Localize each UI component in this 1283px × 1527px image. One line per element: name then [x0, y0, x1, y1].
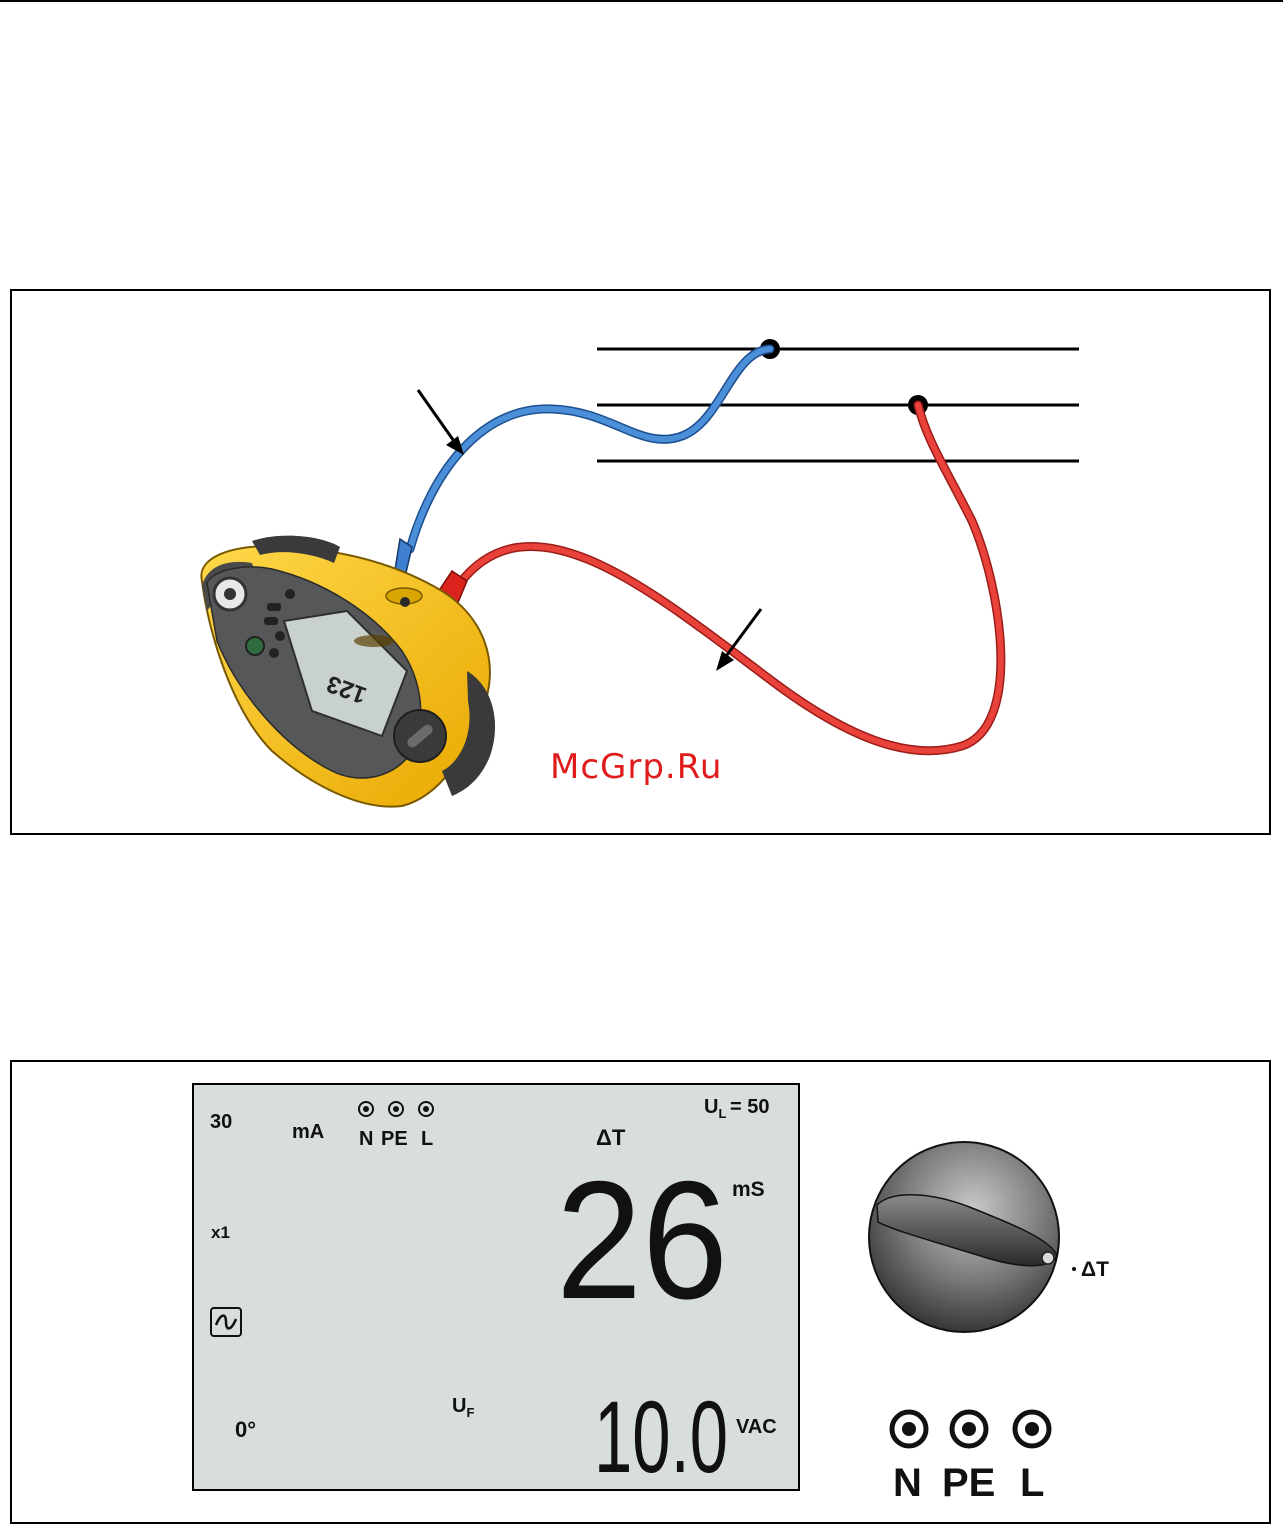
lcd-main-reading: 26: [556, 1146, 728, 1334]
top-rule: [0, 0, 1283, 2]
meter-button: [267, 603, 281, 611]
display-diagram: 30 mA N PE L UL = 50 ΔT x1 0° UF 26 mS 1…: [12, 1062, 1269, 1522]
lcd-terminal-l: L: [421, 1128, 433, 1150]
meter-test-button: [246, 637, 264, 655]
terminal-l-jack: [1015, 1412, 1049, 1446]
lcd-terminal-pe: PE: [381, 1128, 408, 1150]
red-test-lead: [422, 405, 1001, 751]
blue-lead-arrow: [418, 390, 464, 455]
meter-button: [285, 589, 295, 599]
terminal-l-label: L: [1020, 1461, 1044, 1505]
terminal-n-jack: [892, 1412, 926, 1446]
rotary-indicator-dot: [1042, 1252, 1054, 1264]
terminal-panel: N PE L: [892, 1412, 1049, 1505]
terminal-n-label: N: [893, 1461, 922, 1505]
meter-button: [264, 617, 278, 625]
lcd-main-unit: mS: [732, 1178, 765, 1201]
lcd-terminal-n: N: [359, 1128, 373, 1150]
lcd-ul-value: = 50: [730, 1096, 769, 1118]
connection-diagram: 123 McGrp.Ru: [12, 291, 1269, 833]
display-diagram-frame: 30 mA N PE L UL = 50 ΔT x1 0° UF 26 mS 1…: [10, 1060, 1271, 1524]
watermark: McGrp.Ru: [550, 747, 722, 787]
terminal-pe-jack: [952, 1412, 986, 1446]
lcd-phase-angle: 0°: [235, 1417, 256, 1442]
lcd-current-unit: mA: [292, 1121, 324, 1143]
lcd-panel: 30 mA N PE L UL = 50 ΔT x1 0° UF 26 mS 1…: [193, 1084, 799, 1494]
lcd-current-rating: 30: [210, 1111, 232, 1133]
meter-button: [275, 631, 285, 641]
terminal-pe-label: PE: [942, 1461, 995, 1505]
blue-test-lead: [394, 349, 770, 581]
connection-diagram-frame: 123 McGrp.Ru: [10, 289, 1271, 835]
lcd-secondary-reading: 10.0: [594, 1380, 728, 1494]
rotary-position-label: ΔT: [1081, 1258, 1109, 1281]
rotary-switch: ΔT: [869, 1142, 1109, 1332]
lcd-multiplier: x1: [211, 1223, 230, 1242]
lcd-secondary-unit: VAC: [736, 1416, 777, 1438]
meter-button: [269, 648, 279, 658]
